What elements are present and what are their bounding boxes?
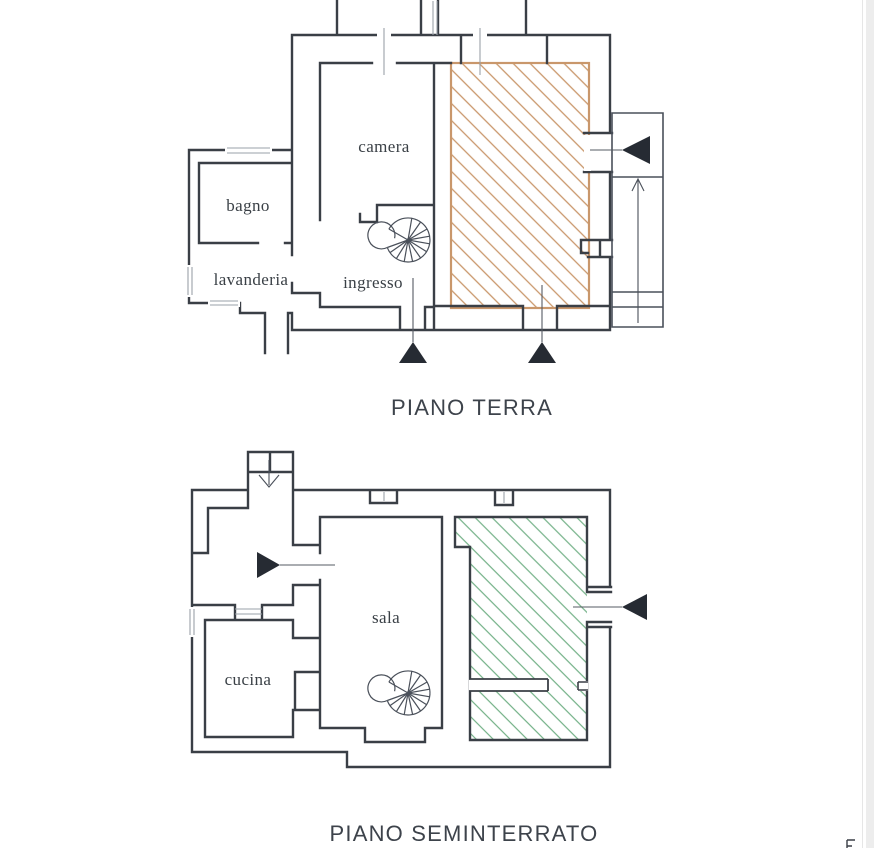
entrance-triangle-right-icon: [257, 552, 280, 578]
room-label-camera: camera: [358, 137, 410, 156]
window-markers: [188, 492, 505, 637]
window-markers: [185, 1, 591, 307]
room-label-cucina: cucina: [225, 670, 272, 689]
entrance-triangle-left-icon: [622, 594, 647, 620]
entrance-triangle-up-icon: [528, 342, 556, 363]
window-mask: [188, 607, 196, 637]
window-mask: [225, 146, 272, 154]
stairs-up-arrow-head: [631, 177, 645, 192]
window-icon: [189, 609, 195, 635]
terrace-door-gap: [584, 135, 591, 171]
spiral-staircase-icon: [367, 670, 431, 716]
window-icon: [210, 300, 238, 306]
spiral-staircase-icon: [367, 217, 431, 263]
walls: [187, 0, 614, 355]
walls: [190, 450, 613, 769]
entrance-triangle-left-icon: [622, 136, 650, 164]
slot-walls: [577, 681, 588, 691]
stairs-down-arrow-head: [258, 474, 280, 488]
hatched-basement-area: [455, 517, 587, 740]
entrance-triangle-up-icon: [399, 342, 427, 363]
door-axis-lines: [280, 564, 622, 608]
window-axis-lines: [383, 1, 481, 75]
stair-outline: [611, 112, 664, 328]
slot-mask: [469, 679, 548, 691]
slot-mask: [577, 681, 588, 691]
floor-title-piano-seminterrato: PIANO SEMINTERRATO: [330, 821, 599, 846]
entry-stair-arrow: [258, 460, 280, 488]
room-label-lavanderia: lavanderia: [214, 270, 289, 289]
page-artifact: [846, 839, 855, 848]
basement-slot-openings: [469, 678, 588, 692]
window-axis-lines: [383, 492, 505, 503]
floor-title-piano-terra: PIANO TERRA: [391, 395, 553, 420]
room-label-bagno: bagno: [226, 196, 270, 215]
room-label-ingresso: ingresso: [343, 273, 403, 292]
scrollbar[interactable]: [862, 0, 874, 848]
slot-walls: [469, 678, 549, 692]
scrollbar-track[interactable]: [866, 0, 874, 848]
window-icon: [235, 608, 262, 615]
window-mask: [185, 265, 194, 297]
piano-seminterrato-plan: sala cucina PIANO SEMINTERRATO: [188, 450, 647, 846]
window-icon: [227, 147, 270, 154]
door-axis-lines: [412, 149, 622, 342]
room-label-sala: sala: [372, 608, 400, 627]
hatched-terrace-area: [449, 61, 591, 310]
piano-terra-plan: camera bagno lavanderia ingresso PIANO T…: [185, 0, 664, 420]
window-icon: [187, 267, 193, 295]
external-staircase: [611, 112, 664, 328]
window-mask: [208, 299, 240, 307]
